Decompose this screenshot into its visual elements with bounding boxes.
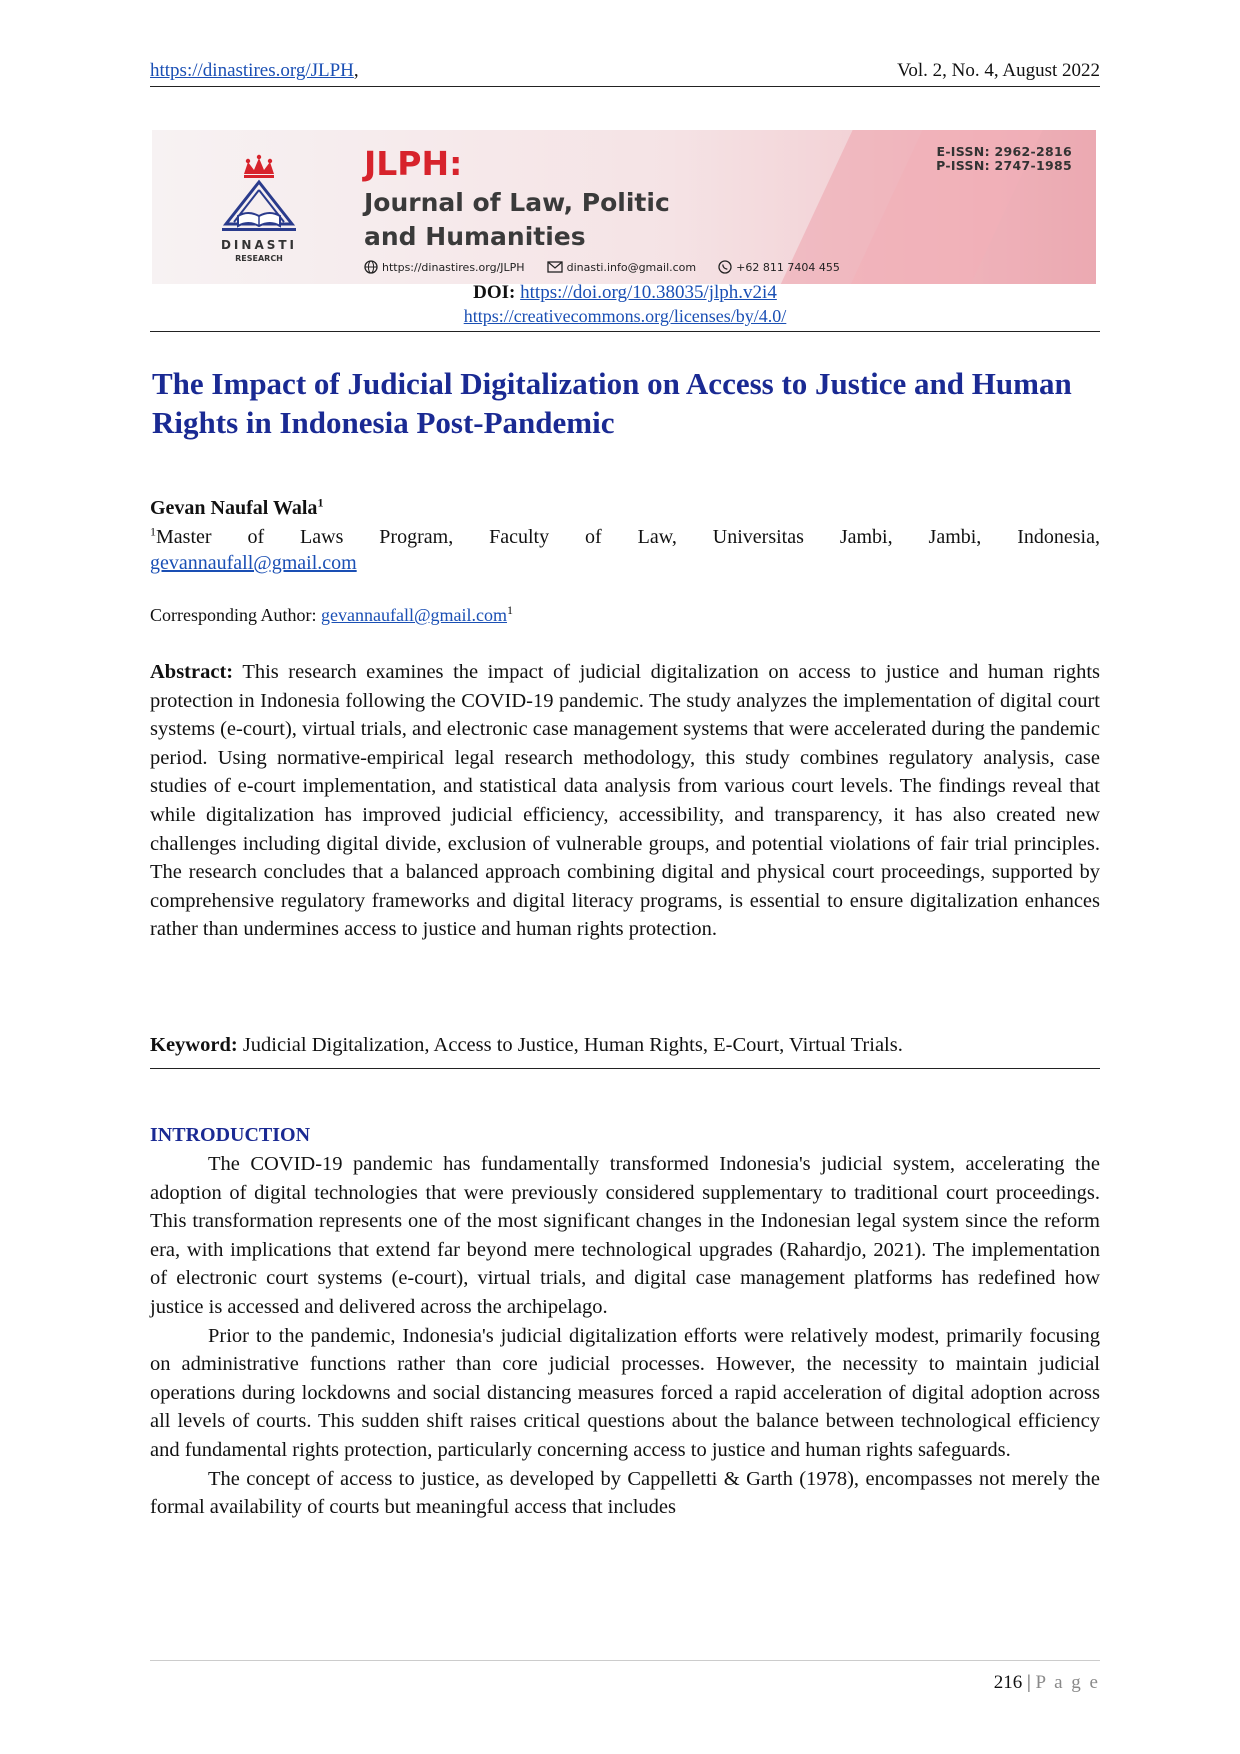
affiliation: 1Master of Laws Program, Faculty of Law,… [150, 525, 1100, 550]
affiliation-text: Master of Laws Program, Faculty of Law, … [156, 526, 1100, 548]
affiliation-superscript: 1 [150, 524, 156, 539]
journal-name-line2: and Humanities [364, 222, 586, 251]
abstract: Abstract: This research examines the imp… [150, 658, 1100, 944]
running-header: https://dinastires.org/JLPH, Vol. 2, No.… [150, 58, 1100, 87]
journal-abbreviation: JLPH: [364, 144, 463, 183]
affiliation-email: gevannaufall@gmail.com [150, 552, 357, 575]
journal-banner: DINASTI RESEARCH JLPH: Journal of Law, P… [152, 130, 1096, 284]
website-text[interactable]: https://dinastires.org/JLPH [382, 260, 525, 274]
corresponding-email-link[interactable]: gevannaufall@gmail.com [321, 605, 508, 625]
introduction-heading: INTRODUCTION [150, 1124, 311, 1146]
email-text[interactable]: dinasti.info@gmail.com [566, 260, 697, 274]
page-word: P a g e [1035, 1672, 1100, 1693]
introduction-body: The COVID-19 pandemic has fundamentally … [150, 1150, 1100, 1522]
corresponding-superscript: 1 [507, 603, 514, 617]
keywords: Keyword: Judicial Digitalization, Access… [150, 1034, 1100, 1069]
page-footer: 216 | P a g e [994, 1672, 1100, 1694]
doi-line: DOI: https://doi.org/10.38035/jlph.v2i4 [150, 282, 1100, 304]
divider [150, 331, 1100, 332]
keyword-text: Judicial Digitalization, Access to Justi… [242, 1034, 903, 1056]
logo-name: DINASTI [220, 238, 298, 252]
abstract-label: Abstract: [150, 661, 234, 683]
corresponding-author: Corresponding Author: gevannaufall@gmail… [150, 603, 514, 626]
doi-label: DOI: [473, 282, 516, 303]
volume-info: Vol. 2, No. 4, August 2022 [897, 60, 1100, 81]
contact-row: https://dinastires.org/JLPH dinasti.info… [364, 258, 862, 276]
crown-book-logo-icon [222, 154, 296, 231]
p-issn: P-ISSN: 2747-1985 [936, 158, 1072, 173]
email-contact[interactable]: dinasti.info@gmail.com [546, 260, 697, 274]
introduction-paragraph: The COVID-19 pandemic has fundamentally … [150, 1153, 1100, 1318]
corresponding-label: Corresponding Author: [150, 605, 317, 625]
introduction-paragraph: Prior to the pandemic, Indonesia's judic… [150, 1324, 1100, 1461]
journal-url-header[interactable]: https://dinastires.org/JLPH, [150, 60, 359, 82]
e-issn: E-ISSN: 2962-2816 [936, 144, 1072, 159]
phone-contact[interactable]: +62 811 7404 455 [718, 260, 840, 274]
footer-divider [150, 1660, 1100, 1661]
author-superscript: 1 [317, 495, 324, 510]
footer-separator: | [1026, 1672, 1031, 1693]
journal-name-line1: Journal of Law, Politic [364, 188, 670, 217]
page-number: 216 [993, 1672, 1023, 1693]
abstract-text: This research examines the impact of jud… [150, 661, 1100, 941]
license-line: https://creativecommons.org/licenses/by/… [150, 306, 1100, 327]
journal-url-suffix: , [353, 60, 359, 81]
affiliation-email-link[interactable]: gevannaufall@gmail.com [150, 552, 357, 574]
whatsapp-icon [718, 260, 732, 274]
website-contact[interactable]: https://dinastires.org/JLPH [364, 260, 525, 274]
keyword-label: Keyword: [150, 1034, 238, 1056]
author-name-text: Gevan Naufal Wala [150, 497, 318, 519]
introduction-paragraph: The concept of access to justice, as dev… [150, 1467, 1100, 1519]
doi-link[interactable]: https://doi.org/10.38035/jlph.v2i4 [520, 282, 777, 303]
journal-url-link[interactable]: https://dinastires.org/JLPH [150, 60, 354, 81]
phone-text[interactable]: +62 811 7404 455 [736, 260, 840, 274]
logo-subtitle: RESEARCH [235, 254, 283, 263]
mail-icon [546, 261, 563, 273]
dinasti-logo: DINASTI RESEARCH [204, 152, 314, 270]
paper-title: The Impact of Judicial Digitalization on… [152, 366, 1072, 440]
globe-icon [364, 260, 378, 274]
license-link[interactable]: https://creativecommons.org/licenses/by/… [463, 306, 787, 326]
author-name: Gevan Naufal Wala1 [150, 495, 324, 520]
